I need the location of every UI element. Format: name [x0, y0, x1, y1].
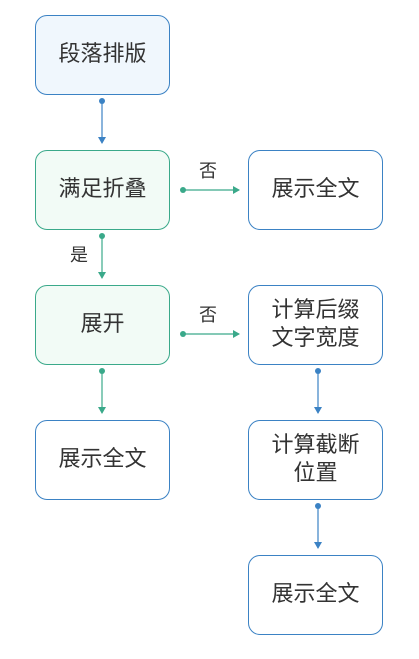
node-paragraph-layout: 段落排版	[35, 15, 170, 95]
node-calc-cut-position-line1: 计算截断	[271, 433, 360, 458]
node-show-full-text-3: 展示全文	[248, 555, 383, 635]
node-calc-cut-position-line2: 位置	[293, 461, 338, 486]
node-show-full-text-2-label: 展示全文	[58, 447, 147, 472]
edge-label-no-1: 否	[199, 161, 217, 182]
node-show-full-text-1: 展示全文	[248, 150, 383, 230]
node-calc-cut-position: 计算截断 位置	[248, 420, 383, 500]
node-expand: 展开	[35, 285, 170, 365]
edge-satisfy-to-show-full	[180, 186, 240, 194]
edge-expand-to-calc-suffix	[180, 330, 240, 338]
node-calc-suffix-width: 计算后缀 文字宽度	[248, 285, 383, 365]
node-expand-label: 展开	[80, 312, 125, 337]
edge-label-yes: 是	[70, 245, 88, 266]
node-satisfy-fold-label: 满足折叠	[58, 177, 147, 202]
node-show-full-text-3-label: 展示全文	[271, 582, 360, 607]
node-paragraph-layout-label: 段落排版	[58, 42, 147, 67]
node-satisfy-fold: 满足折叠	[35, 150, 170, 230]
edge-layout-to-satisfy	[98, 98, 106, 144]
node-calc-suffix-width-line1: 计算后缀	[271, 298, 360, 323]
node-show-full-text-2: 展示全文	[35, 420, 170, 500]
edge-label-no-2: 否	[199, 305, 217, 326]
edge-satisfy-to-expand	[98, 233, 106, 279]
node-show-full-text-1-label: 展示全文	[271, 177, 360, 202]
edge-expand-to-show-full	[98, 368, 106, 414]
edge-calc-suffix-to-calc-cut	[314, 368, 322, 414]
node-calc-suffix-width-line2: 文字宽度	[271, 326, 360, 351]
edge-calc-cut-to-show-full	[314, 503, 322, 549]
